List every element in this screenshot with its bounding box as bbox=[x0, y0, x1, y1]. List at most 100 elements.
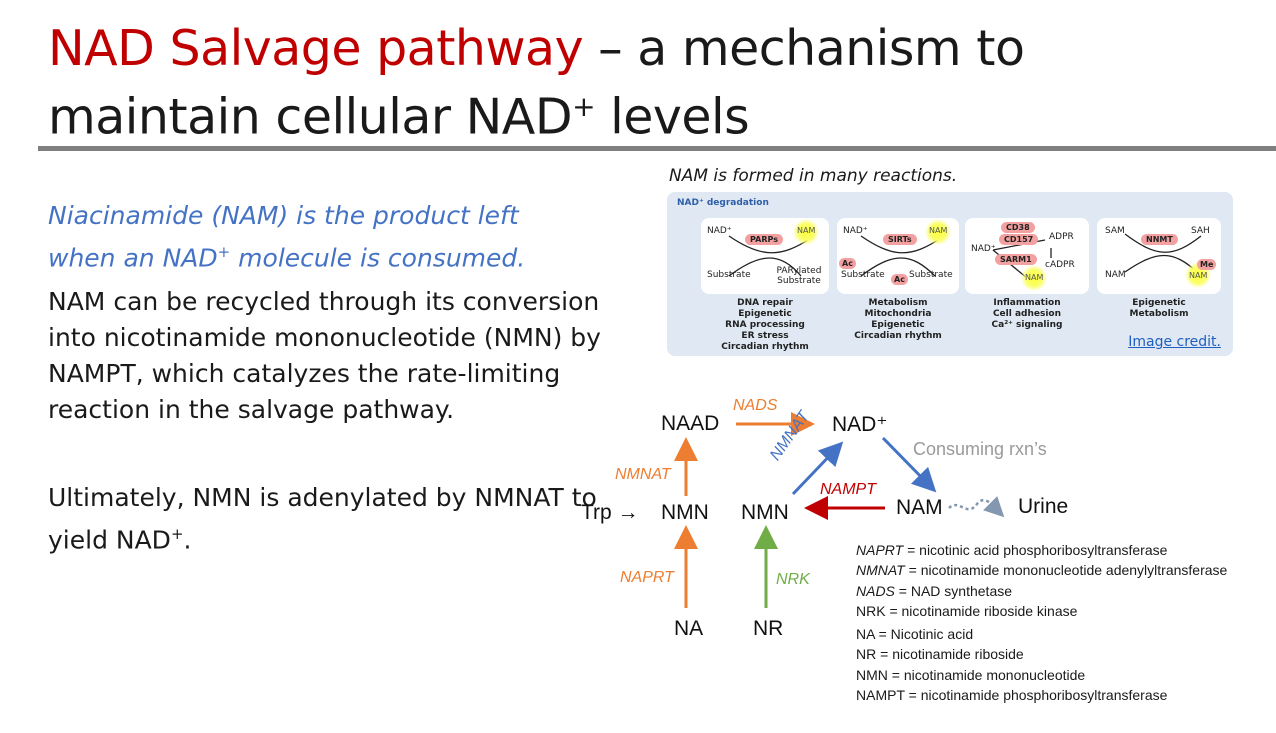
enzyme-pill: CD38 bbox=[1001, 222, 1035, 233]
lead-sup: + bbox=[217, 243, 231, 261]
legend-abbr: NMN bbox=[856, 666, 888, 683]
card-text: NAD⁺ bbox=[971, 244, 996, 254]
legend-abbr: NR bbox=[856, 646, 877, 663]
enzyme-nrk: NRK bbox=[776, 571, 810, 588]
pathway-arrows bbox=[674, 412, 1005, 608]
caption-line: Epigenetic bbox=[1132, 298, 1186, 308]
node-nmn-left: NMN bbox=[661, 501, 709, 524]
enzyme-nampt: NAMPT bbox=[820, 481, 876, 498]
legend-abbr: NMNAT bbox=[856, 562, 905, 579]
enzyme-pill: SARM1 bbox=[995, 254, 1037, 265]
salvage-pathway-diagram: NAAD NAD⁺ Trp → NMN NMN NAM Urine NA NR … bbox=[575, 390, 1276, 650]
card-parps: NAD⁺ PARPs NAM Substrate PARylated Subst… bbox=[701, 218, 829, 294]
card-caption: Metabolism Mitochondria Epigenetic Circa… bbox=[837, 298, 959, 342]
legend-row: NMNAT = nicotinamide mononucleotide aden… bbox=[856, 560, 1227, 580]
legend-row: NADS = NAD synthetase bbox=[856, 581, 1227, 601]
legend-abbr: NAPRT bbox=[856, 542, 904, 558]
card-nam: NAM bbox=[1025, 273, 1044, 282]
title-line2: maintain cellular NAD bbox=[48, 88, 573, 146]
acetyl-pill: Ac bbox=[839, 258, 856, 269]
legend-def: = nicotinamide riboside kinase bbox=[885, 602, 1078, 619]
card-nam: NAM bbox=[1189, 271, 1208, 280]
enzyme-pill: CD157 bbox=[999, 234, 1039, 245]
legend-def: = nicotinamide mononucleotide adenylyltr… bbox=[904, 562, 1228, 579]
caption-line: Metabolism bbox=[1129, 309, 1189, 319]
legend-def: = Nicotinic acid bbox=[874, 626, 974, 643]
caption-line: Mitochondria bbox=[864, 309, 932, 319]
paragraph-adenylation: Ultimately, NMN is adenylated by NMNAT t… bbox=[48, 480, 608, 558]
card-text: SAM bbox=[1105, 226, 1125, 236]
node-urine: Urine bbox=[1018, 495, 1069, 518]
title-highlight: NAD Salvage pathway bbox=[48, 20, 584, 77]
legend-row: NAPRT = nicotinic acid phosphoribosyltra… bbox=[856, 540, 1227, 560]
para3-post: . bbox=[183, 525, 192, 555]
nad-degradation-figure: NAD⁺ degradation NAD⁺ PARPs NAM Substrat… bbox=[667, 192, 1233, 356]
slide-title: NAD Salvage pathway – a mechanism to mai… bbox=[48, 20, 1268, 146]
card-text: NAD⁺ bbox=[707, 226, 732, 236]
card-text: Substrate bbox=[909, 270, 953, 280]
legend-row: NRK = nicotinamide riboside kinase bbox=[856, 601, 1227, 621]
paragraph-recycling: NAM can be recycled through its conversi… bbox=[48, 287, 601, 424]
card-sirts: NAD⁺ SIRTs NAM Ac Substrate Ac Substrate bbox=[837, 218, 959, 294]
caption-line: Inflammation bbox=[993, 298, 1061, 308]
methyl-pill: Me bbox=[1197, 259, 1217, 270]
consuming-reactions-label: Consuming rxn’s bbox=[913, 439, 1047, 459]
glow-highlight bbox=[1021, 265, 1047, 291]
node-nad: NAD⁺ bbox=[832, 413, 888, 436]
node-nmn-right: NMN bbox=[741, 501, 789, 524]
caption-line: Circadian rhythm bbox=[721, 342, 809, 352]
title-divider bbox=[38, 146, 1276, 151]
arrow-nmnat-diag bbox=[791, 441, 844, 496]
card-nnmt: SAM NNMT SAH NAM Me NAM bbox=[1097, 218, 1221, 294]
arrow-urine bbox=[948, 496, 1005, 518]
lead-line2: when an NAD bbox=[48, 243, 218, 273]
legend-def: = nicotinamide mononucleotide bbox=[887, 666, 1086, 683]
card-caption: DNA repair Epigenetic RNA processing ER … bbox=[701, 298, 829, 353]
enzyme-pill: SIRTs bbox=[883, 234, 917, 245]
node-nr: NR bbox=[753, 617, 784, 640]
caption-line: Epigenetic bbox=[871, 320, 925, 330]
caption-line: DNA repair bbox=[737, 298, 793, 308]
lead-text: Niacinamide (NAM) is the product left wh… bbox=[48, 198, 588, 276]
glow-highlight bbox=[793, 219, 819, 245]
legend-abbr: NAMPT bbox=[856, 687, 905, 704]
lead-line2-post: molecule is consumed. bbox=[230, 243, 526, 273]
enzyme-pill: PARPs bbox=[745, 234, 783, 245]
legend-row: NR = nicotinamide riboside bbox=[856, 644, 1227, 664]
enzyme-pill: NNMT bbox=[1141, 234, 1178, 245]
figure-caption: NAM is formed in many reactions. bbox=[669, 166, 958, 186]
arrow-consuming bbox=[881, 436, 937, 493]
legend-def: = nicotinic acid phosphoribosyltransfera… bbox=[903, 542, 1168, 558]
card-text: Substrate bbox=[841, 270, 885, 280]
legend-row: NA = Nicotinic acid bbox=[856, 624, 1227, 644]
legend-abbr: NRK bbox=[856, 602, 886, 619]
legend-row: NMN = nicotinamide mononucleotide bbox=[856, 665, 1227, 685]
para3-sup: + bbox=[170, 525, 184, 543]
card-caption: Inflammation Cell adhesion Ca²⁺ signalin… bbox=[965, 298, 1089, 331]
node-naad: NAAD bbox=[661, 412, 720, 435]
enzyme-nads: NADS bbox=[733, 397, 778, 414]
caption-line: Ca²⁺ signaling bbox=[991, 320, 1063, 330]
card-nam: NAM bbox=[929, 226, 948, 235]
enzyme-naprt: NAPRT bbox=[620, 569, 674, 586]
legend-abbr: NA bbox=[856, 626, 875, 643]
card-cd38: NAD⁺ CD38 CD157 SARM1 ADPR cADPR NAM bbox=[965, 218, 1089, 294]
caption-line: Epigenetic bbox=[738, 309, 792, 319]
legend-row: NAMPT = nicotinamide phosphoribosyltrans… bbox=[856, 685, 1227, 705]
legend-def: = nicotinamide riboside bbox=[876, 646, 1024, 663]
card-text: cADPR bbox=[1045, 260, 1075, 270]
card-text: Substrate bbox=[707, 270, 751, 280]
card-text: NAD⁺ bbox=[843, 226, 868, 236]
enzyme-nmnat-left: NMNAT bbox=[615, 466, 671, 483]
caption-line: Cell adhesion bbox=[992, 309, 1062, 319]
image-credit-link[interactable]: Image credit. bbox=[1128, 334, 1221, 350]
card-text: PARylated Substrate bbox=[776, 266, 822, 286]
legend-def: = NAD synthetase bbox=[894, 582, 1013, 599]
title-sup: + bbox=[572, 90, 596, 123]
card-nam: NAM bbox=[797, 226, 816, 235]
legend-abbr: NADS bbox=[856, 582, 895, 599]
caption-line: Metabolism bbox=[868, 298, 928, 308]
para3-text: Ultimately, NMN is adenylated by NMNAT t… bbox=[48, 483, 597, 555]
card-text: NAM bbox=[1105, 270, 1126, 280]
card-caption: Epigenetic Metabolism bbox=[1097, 298, 1221, 320]
